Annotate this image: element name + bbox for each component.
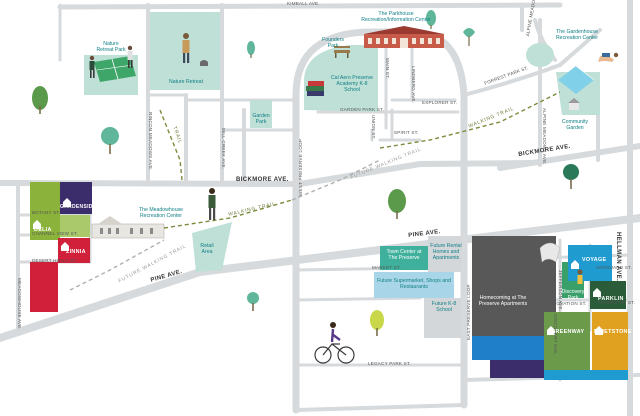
- retail-area: [192, 222, 232, 272]
- place-founders-park: Founders Park: [322, 37, 344, 49]
- tree-icon: [32, 86, 48, 114]
- street-garden-park: GARDEN PARK ST.: [340, 107, 385, 112]
- street-botany: BOTANY ST.: [32, 210, 61, 215]
- street-sandpiper: SANDPIPER ST.: [598, 300, 636, 305]
- tree-icon: [563, 164, 579, 189]
- street-west-preserve: WEST PRESERVE LOOP: [298, 138, 303, 196]
- place-parkhouse: The Parkhouse Recreation/Information Cen…: [361, 11, 431, 23]
- street-hellman: HELLMAN AVE.: [615, 232, 621, 282]
- tennis-icon: [94, 56, 136, 82]
- cyclist-icon: [314, 322, 355, 364]
- street-innovation: INNOVATION ST.: [548, 301, 587, 306]
- tree-icon: [388, 189, 406, 219]
- street-union: UNION ST.: [371, 115, 376, 140]
- street-east-preserve: EAST PRESERVE LOOP: [466, 284, 471, 340]
- street-rincon: RINCON MEADOWS AVE.: [148, 112, 153, 171]
- street-kimball: KIMBALL AVE.: [287, 1, 320, 6]
- tree-icon: [426, 10, 436, 29]
- tree-icon: [247, 41, 255, 58]
- place-meadowhouse: The Meadowhouse Recreation Center: [138, 207, 184, 219]
- parkhouse-building: [364, 26, 444, 48]
- walker-icon: [208, 188, 216, 220]
- road-bickmore: [0, 160, 533, 187]
- road-bickmore-east: [497, 143, 640, 171]
- place-discovery-park: Discovery Park: [561, 289, 585, 301]
- neighborhood-voyage: VOYAGE: [582, 257, 607, 263]
- walking-trail-west: [163, 199, 293, 229]
- place-community-garden: Community Garden: [561, 119, 589, 131]
- street-alpine-2: ALPINE MEADOWS AVE.: [542, 108, 547, 165]
- street-bickmore: BICKMORE AVE.: [236, 177, 289, 183]
- place-retail: Retail Area: [200, 243, 214, 255]
- tree-icon: [247, 292, 259, 311]
- tree-icon: [370, 310, 384, 336]
- garden-park-area: [250, 100, 272, 128]
- future-trail-2: [69, 239, 165, 291]
- trail-segment: [159, 109, 183, 181]
- street-spirit: SPIRIT ST.: [394, 130, 419, 135]
- place-nature-retreat: Nature Retreat: [168, 79, 204, 85]
- meadowhouse-building: [91, 216, 165, 239]
- place-garden-park: Garden Park: [252, 113, 270, 125]
- street-lindberg: LINDBERG AVE.: [411, 66, 416, 104]
- street-channel-view: CHANNEL VIEW ST.: [32, 231, 78, 236]
- town-center-area: [380, 246, 428, 270]
- house-icon: [568, 98, 580, 110]
- gardenside-block: [60, 182, 92, 214]
- neighborhood-parklin: PARKLIN: [598, 296, 624, 302]
- place-cal-aero: Cal Aero Preserve Academy K-8 School: [330, 75, 374, 93]
- street-main: MAIN ST.: [385, 58, 390, 79]
- place-homecoming: Homecoming at The Preserve Apartments: [478, 295, 528, 307]
- walker-icon: [539, 242, 583, 284]
- road-kimball: [57, 2, 563, 10]
- walker-icon: [182, 33, 208, 66]
- place-nature-retreat-park: Nature Retreat Park: [96, 41, 126, 53]
- street-meadowhouse: MEADOWHOUSE AVE.: [17, 278, 22, 330]
- neighborhood-zinnia: ZINNIA: [66, 249, 86, 255]
- road-preserve-loop: [292, 28, 468, 414]
- tree-icon: [101, 127, 119, 154]
- neighborhood-briefstone: BRIETSTONE: [594, 329, 632, 335]
- street-explorer: EXPLORER ST.: [422, 100, 458, 105]
- street-desert-holly: DESERT HOLLY ST.: [32, 258, 78, 263]
- neighborhood-gardenside: GARDENSIDE: [60, 204, 97, 210]
- place-future-rental: Future Rental Homes and Apartments: [430, 243, 462, 261]
- books-icon: [306, 81, 324, 96]
- bench-icon: [334, 46, 350, 58]
- neighborhood-delia: DELIA: [34, 227, 52, 233]
- neighborhood-greenway: GREENWAY: [551, 329, 585, 335]
- place-gardenhouse: The Gardenhouse Recreation Center: [555, 29, 599, 41]
- street-market: MARKET ST.: [372, 265, 401, 270]
- future-trail-1: [291, 159, 381, 201]
- future-supermarket-area: [374, 272, 454, 298]
- walker-icon: [89, 45, 133, 78]
- street-mill-creek: MILL CREEK AVE.: [221, 128, 226, 170]
- tree-icon: [463, 28, 475, 46]
- place-future-supermarket: Future Supermarket, Shops and Restaurant…: [377, 278, 451, 290]
- street-legacy: LEGACY PARK ST.: [368, 361, 411, 366]
- street-vanguard: VANGUARD ST.: [596, 265, 633, 270]
- house-icon: [33, 198, 603, 335]
- pool-icon: [558, 52, 619, 94]
- walking-trail-east: [379, 91, 561, 149]
- place-town-center: Town Center at The Preserve: [386, 249, 422, 261]
- greenway-block: [544, 312, 590, 370]
- briefstone-block: [592, 312, 628, 370]
- place-future-school: Future K-8 School: [431, 301, 457, 313]
